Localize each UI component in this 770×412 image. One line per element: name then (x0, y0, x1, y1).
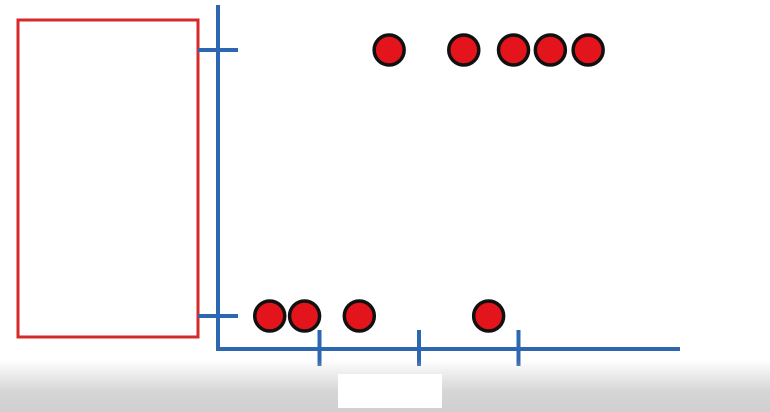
y-label-box (16, 18, 200, 339)
data-point-3 (342, 299, 377, 333)
data-point-5 (372, 33, 406, 67)
data-point-9 (571, 33, 605, 67)
data-point-4 (471, 299, 506, 333)
data-point-7 (496, 33, 531, 67)
data-points (253, 33, 605, 333)
data-point-8 (533, 33, 568, 67)
data-point-1 (253, 299, 287, 333)
data-point-2 (287, 299, 322, 333)
data-point-6 (447, 33, 481, 67)
caption-box (338, 374, 442, 408)
